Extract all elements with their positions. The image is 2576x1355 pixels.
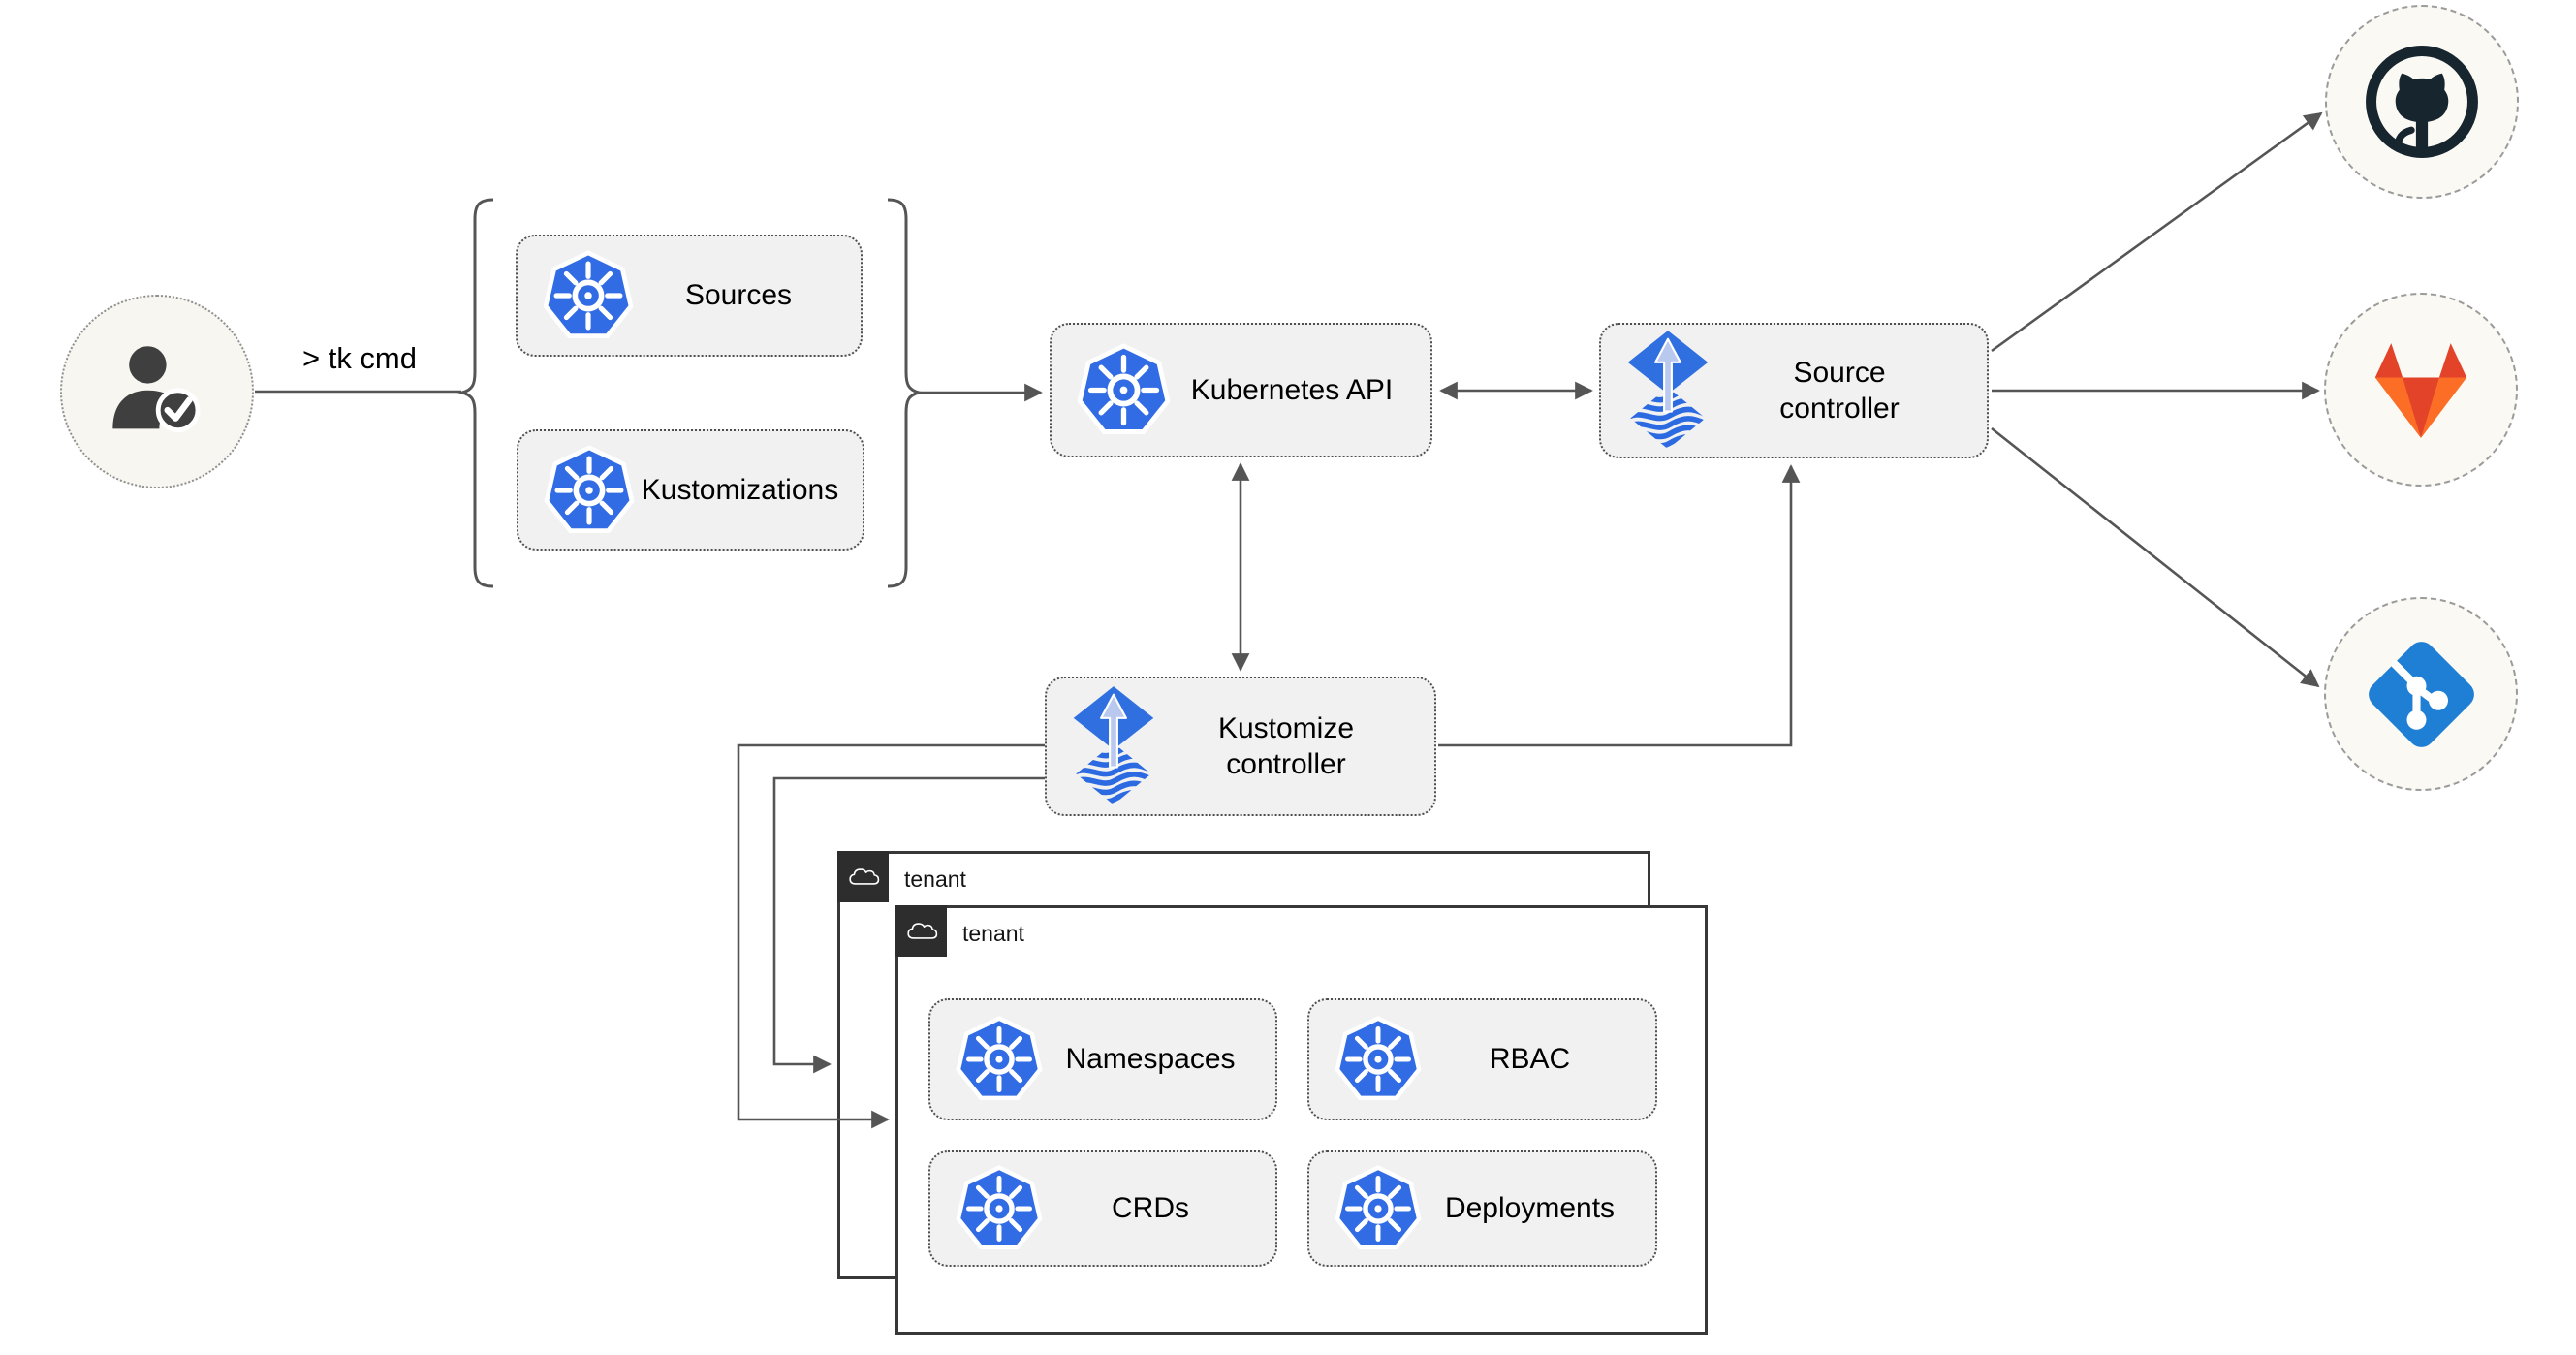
kubernetes-icon (1077, 343, 1171, 437)
cloud-icon (847, 866, 880, 889)
github-circle (2325, 5, 2519, 199)
kubernetes-icon (956, 1165, 1043, 1252)
node-label: Kubernetes API (1190, 373, 1394, 406)
git-circle (2324, 597, 2518, 791)
node-label: Source controller (1779, 356, 1900, 425)
tenant-header (895, 905, 947, 957)
node-kustomizations: Kustomizations (517, 429, 864, 551)
kubernetes-icon (956, 1016, 1043, 1103)
tenant-label: tenant (904, 867, 966, 892)
node-kubernetes-api: Kubernetes API (1050, 323, 1432, 457)
tenant-header (837, 851, 889, 902)
git-icon (2361, 634, 2482, 755)
gitlab-icon (2364, 337, 2478, 443)
node-rbac: RBAC (1307, 998, 1657, 1120)
user-circle (60, 295, 254, 488)
node-label: Namespaces (1065, 1043, 1236, 1076)
arrow-source-to-github (1991, 111, 2323, 353)
flux-icon (1072, 686, 1155, 807)
arrow-source-to-git (1991, 426, 2320, 688)
node-source-controller: Source controller (1599, 323, 1989, 458)
node-label: RBAC (1489, 1043, 1571, 1076)
node-crds: CRDs (928, 1150, 1277, 1267)
node-label: Kustomize controller (1217, 711, 1355, 781)
node-kustomize-controller: Kustomize controller (1045, 677, 1436, 816)
node-label: Deployments (1444, 1192, 1616, 1225)
node-label: CRDs (1112, 1192, 1189, 1225)
kubernetes-icon (543, 250, 634, 341)
tenant-label: tenant (962, 921, 1024, 946)
left-brace (456, 198, 494, 588)
node-namespaces: Namespaces (928, 998, 1277, 1120)
kubernetes-icon (1335, 1165, 1422, 1252)
github-icon (2363, 43, 2481, 161)
arrow-kustomize-to-source-controller (1438, 464, 1801, 747)
kubernetes-icon (1335, 1016, 1422, 1103)
flux-icon (1626, 331, 1710, 452)
right-brace (887, 198, 925, 588)
node-deployments: Deployments (1307, 1150, 1657, 1267)
kubernetes-icon (544, 445, 635, 536)
node-label: Kustomizations (641, 473, 839, 506)
cli-command-label: > tk cmd (301, 341, 417, 375)
node-sources: Sources (516, 235, 863, 357)
node-label: Sources (684, 279, 793, 312)
gitlab-circle (2324, 293, 2518, 487)
user-check-icon (99, 333, 215, 450)
cloud-icon (905, 920, 938, 943)
